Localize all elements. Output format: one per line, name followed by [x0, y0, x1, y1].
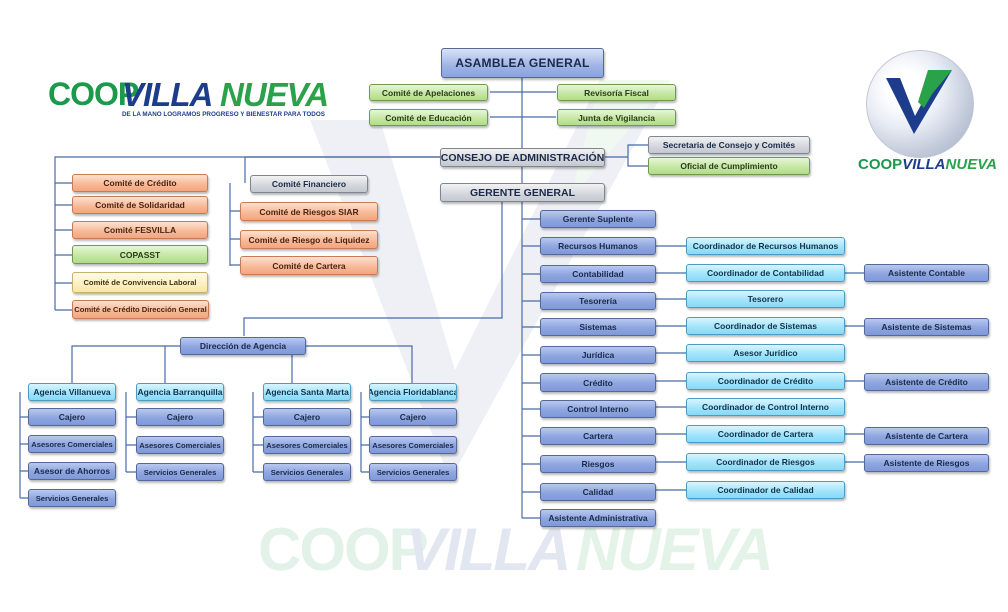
revisoria-fiscal-box[interactable]: Revisoría Fiscal — [557, 84, 676, 101]
comite-credito-direccion-box[interactable]: Comité de Crédito Dirección General — [72, 300, 209, 319]
asistente-credito-box[interactable]: Asistente de Crédito — [864, 373, 989, 391]
asistente-contable-box[interactable]: Asistente Contable — [864, 264, 989, 282]
comite-fesvilla-box[interactable]: Comité FESVILLA — [72, 221, 208, 239]
area-control-interno-box[interactable]: Control Interno — [540, 400, 656, 418]
villanueva-cajero-box[interactable]: Cajero — [28, 408, 116, 426]
copasst-box[interactable]: COPASST — [72, 245, 208, 264]
floridablanca-servicios-box[interactable]: Servicios Generales — [369, 463, 457, 481]
agencia-floridablanca-box[interactable]: Agencia Floridablanca — [369, 383, 457, 401]
agencia-villanueva-box[interactable]: Agencia Villanueva — [28, 383, 116, 401]
comite-apelaciones-box[interactable]: Comité de Apelaciones — [369, 84, 488, 101]
asistente-sistemas-box[interactable]: Asistente de Sistemas — [864, 318, 989, 336]
area-riesgos-box[interactable]: Riesgos — [540, 455, 656, 473]
area-contabilidad-box[interactable]: Contabilidad — [540, 265, 656, 283]
logo-tagline: DE LA MANO LOGRAMOS PROGRESO Y BIENESTAR… — [122, 111, 325, 118]
coopvillanueva-logo: COOP VILLA NUEVA DE LA MANO LOGRAMOS PRO… — [48, 76, 329, 126]
area-cartera-box[interactable]: Cartera — [540, 427, 656, 445]
barranquilla-cajero-box[interactable]: Cajero — [136, 408, 224, 426]
area-recursos-humanos-box[interactable]: Recursos Humanos — [540, 237, 656, 255]
floridablanca-asesores-box[interactable]: Asesores Comerciales — [369, 436, 457, 454]
comite-solidaridad-box[interactable]: Comité de Solidaridad — [72, 196, 208, 214]
comite-cartera-box[interactable]: Comité de Cartera — [240, 256, 378, 275]
emblem-wordmark: COOPVILLANUEVA — [858, 156, 997, 173]
comite-financiero-box[interactable]: Comité Financiero — [250, 175, 368, 193]
gerente-suplente-box[interactable]: Gerente Suplente — [540, 210, 656, 228]
emblem-villa: VILLA — [902, 156, 946, 173]
area-sistemas-box[interactable]: Sistemas — [540, 318, 656, 336]
consejo-administracion-box[interactable]: CONSEJO DE ADMINISTRACIÓN — [440, 148, 605, 167]
direccion-agencia-box[interactable]: Dirección de Agencia — [180, 337, 306, 355]
santa-marta-asesores-box[interactable]: Asesores Comerciales — [263, 436, 351, 454]
santa-marta-cajero-box[interactable]: Cajero — [263, 408, 351, 426]
comite-riesgos-siar-box[interactable]: Comité de Riesgos SIAR — [240, 202, 378, 221]
barranquilla-asesores-box[interactable]: Asesores Comerciales — [136, 436, 224, 454]
coopvillanueva-emblem-logo: COOPVILLANUEVA — [858, 50, 997, 180]
comite-riesgo-liquidez-box[interactable]: Comité de Riesgo de Liquidez — [240, 230, 378, 249]
secretaria-consejo-box[interactable]: Secretaria de Consejo y Comités — [648, 136, 810, 154]
villanueva-asesores-box[interactable]: Asesores Comerciales — [28, 435, 116, 453]
comite-credito-box[interactable]: Comité de Crédito — [72, 174, 208, 192]
coord-asesor-juridico-box[interactable]: Asesor Jurídico — [686, 344, 845, 362]
logo-coop: COOP — [48, 76, 139, 112]
area-tesoreria-box[interactable]: Tesorería — [540, 292, 656, 310]
barranquilla-servicios-box[interactable]: Servicios Generales — [136, 463, 224, 481]
v-check-icon — [886, 70, 952, 134]
coord-contabilidad-box[interactable]: Coordinador de Contabilidad — [686, 264, 845, 282]
junta-vigilancia-box[interactable]: Junta de Vigilancia — [557, 109, 676, 126]
coord-cartera-box[interactable]: Coordinador de Cartera — [686, 425, 845, 443]
agencia-barranquilla-box[interactable]: Agencia Barranquilla — [136, 383, 224, 401]
logo-villa: VILLA — [122, 76, 213, 113]
oficial-cumplimiento-box[interactable]: Oficial de Cumplimiento — [648, 157, 810, 175]
coord-riesgos-box[interactable]: Coordinador de Riesgos — [686, 453, 845, 471]
villanueva-servicios-box[interactable]: Servicios Generales — [28, 489, 116, 507]
comite-educacion-box[interactable]: Comité de Educación — [369, 109, 488, 126]
asamblea-general-box[interactable]: ASAMBLEA GENERAL — [441, 48, 604, 78]
floridablanca-cajero-box[interactable]: Cajero — [369, 408, 457, 426]
coord-recursos-humanos-box[interactable]: Coordinador de Recursos Humanos — [686, 237, 845, 255]
coord-control-interno-box[interactable]: Coordinador de Control Interno — [686, 398, 845, 416]
watermark-villa: VILLA — [406, 516, 571, 583]
agencia-santa-marta-box[interactable]: Agencia Santa Marta — [263, 383, 351, 401]
gerente-general-box[interactable]: GERENTE GENERAL — [440, 183, 605, 202]
watermark-logo: COOP VILLA NUEVA — [258, 515, 778, 595]
coord-credito-box[interactable]: Coordinador de Crédito — [686, 372, 845, 390]
comite-convivencia-box[interactable]: Comité de Convivencia Laboral — [72, 272, 208, 293]
coord-tesorero-box[interactable]: Tesorero — [686, 290, 845, 308]
asistente-riesgos-box[interactable]: Asistente de Riesgos — [864, 454, 989, 472]
area-calidad-box[interactable]: Calidad — [540, 483, 656, 501]
asistente-cartera-box[interactable]: Asistente de Cartera — [864, 427, 989, 445]
santa-marta-servicios-box[interactable]: Servicios Generales — [263, 463, 351, 481]
area-credito-box[interactable]: Crédito — [540, 373, 656, 392]
coord-sistemas-box[interactable]: Coordinador de Sistemas — [686, 317, 845, 335]
emblem-nueva: NUEVA — [945, 156, 997, 173]
villanueva-asesor-ahorros-box[interactable]: Asesor de Ahorros — [28, 462, 116, 480]
watermark-coop: COOP — [258, 516, 429, 583]
logo-nueva: NUEVA — [220, 76, 329, 113]
watermark-nueva: NUEVA — [576, 516, 774, 583]
asistente-administrativa-box[interactable]: Asistente Administrativa — [540, 509, 656, 527]
area-juridica-box[interactable]: Jurídica — [540, 346, 656, 364]
emblem-coop: COOP — [858, 156, 903, 173]
coord-calidad-box[interactable]: Coordinador de Calidad — [686, 481, 845, 499]
